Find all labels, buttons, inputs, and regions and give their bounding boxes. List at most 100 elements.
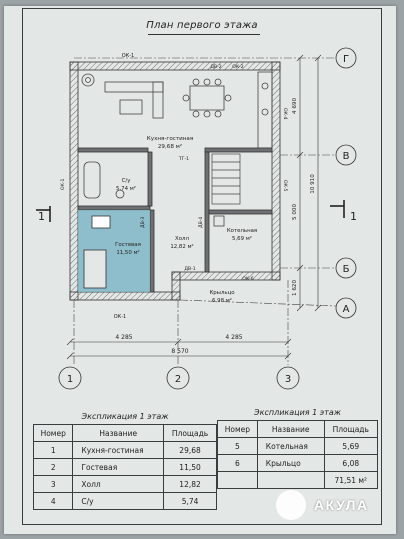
plan-title: План первого этажа (146, 20, 258, 31)
cell-area: 12,82 (163, 475, 217, 493)
sofa-icon (104, 81, 164, 119)
axis-lines (73, 57, 337, 365)
svg-text:Б: Б (343, 264, 350, 275)
watermark-text: АКУЛА (314, 497, 369, 513)
svg-text:А: А (343, 304, 350, 315)
shark-logo-icon (276, 490, 306, 520)
dining-table-icon (182, 78, 232, 118)
bed-icon (83, 215, 111, 289)
mark-ok1-top: ОК-1 (122, 53, 134, 59)
cell-area: 6,08 (323, 454, 379, 472)
cell-number: 6 (217, 454, 258, 472)
horizontal-dimension-lines (66, 338, 292, 360)
cell-number: 2 (32, 458, 74, 476)
mark-ok1-bottom: ОК-1 (114, 314, 126, 320)
cell-name: Котельная (256, 437, 325, 455)
dim-total-span: 8 570 (171, 348, 188, 355)
kitchen-name: Кухня-гостиная (147, 136, 193, 142)
table-row: 71,51 м² (217, 471, 379, 489)
table1-caption: Экспликация 1 этаж (81, 411, 169, 421)
table2-header-number: Номер (217, 420, 258, 438)
cell-name: Гостевая (72, 458, 165, 476)
cell-area: 29,68 (163, 441, 217, 459)
svg-text:1: 1 (67, 374, 73, 385)
cell-name: С/у (72, 492, 165, 510)
cell-name: Холл (72, 475, 165, 493)
mark-ok4: ОК-4 (282, 108, 288, 120)
section-mark-right (330, 200, 345, 218)
axis-bubble-3: 3 (276, 366, 300, 390)
svg-text:2: 2 (175, 374, 181, 385)
mark-ok2: ОК-2 (232, 64, 244, 70)
guest-area: 11,50 м² (116, 249, 139, 256)
guest-name: Гостевая (115, 242, 141, 248)
mark-dv4: ДВ-4 (198, 217, 204, 228)
svg-text:В: В (343, 151, 350, 162)
cell-area: 11,50 (163, 458, 217, 476)
cell-area: 5,74 (163, 492, 217, 510)
section-mark-left (36, 206, 51, 222)
mark-tg: ТГ-1 (178, 156, 189, 162)
title-underline (148, 34, 260, 35)
hall-name: Холл (175, 236, 189, 242)
bathtub-icon (83, 161, 125, 199)
table-row: 6 Крыльцо 6,08 (217, 454, 379, 472)
table1-header-number: Номер (32, 424, 74, 442)
dim-v1: 4 690 (292, 98, 298, 114)
bath-name: С/у (122, 178, 132, 184)
explication-table-1: Экспликация 1 этаж Номер Название Площад… (32, 408, 217, 510)
mark-dv2: ДВ-2 (210, 64, 221, 70)
table-row: 3 Холл 12,82 (32, 475, 217, 493)
cell-area: 5,69 (323, 437, 379, 455)
dim-left-span: 4 285 (115, 334, 132, 341)
table2-header-area: Площадь (323, 420, 379, 438)
cell-name (256, 471, 325, 489)
mark-ok1-left: ОК-1 (60, 178, 66, 190)
axis-bubble-b: Б (335, 257, 357, 279)
kitchen-counter-icon (257, 71, 273, 149)
cell-total-area: 71,51 м² (323, 471, 379, 489)
cell-number: 5 (217, 437, 258, 455)
boiler-icon (213, 215, 225, 227)
svg-text:3: 3 (285, 374, 291, 385)
cell-number: 1 (32, 441, 74, 459)
porch-name: Крыльцо (209, 290, 234, 296)
table-row: 1 Кухня-гостиная 29,68 (32, 441, 217, 459)
cell-name: Крыльцо (256, 454, 325, 472)
mark-dv3: ДВ-3 (140, 217, 146, 228)
dim-right-span: 4 285 (225, 334, 242, 341)
table-row: 5 Котельная 5,69 (217, 437, 379, 455)
svg-text:Г: Г (343, 54, 349, 65)
bath-area: 5,74 м² (116, 185, 136, 192)
axis-bubble-g: Г (335, 47, 357, 69)
mark-ok6: ОК-6 (242, 276, 254, 282)
cell-number (217, 471, 258, 489)
cell-name: Кухня-гостиная (72, 441, 165, 459)
dim-v-total: 10 910 (310, 174, 316, 194)
cell-number: 3 (32, 475, 74, 493)
section-label-left: 1 (38, 210, 45, 223)
hall-area: 12,82 м² (170, 243, 193, 250)
axis-bubble-a: А (335, 297, 357, 319)
axis-bubble-1: 1 (58, 366, 82, 390)
boiler-name: Котельная (227, 228, 257, 234)
dim-v3: 1 620 (292, 280, 298, 296)
table-row: 2 Гостевая 11,50 (32, 458, 217, 476)
table2-header-name: Название (256, 420, 325, 438)
explication-table-2: Экспликация 1 этаж Номер Название Площад… (217, 404, 379, 489)
plant-icon (81, 73, 95, 87)
table2-caption: Экспликация 1 этаж (254, 407, 341, 417)
drawing-frame (22, 8, 382, 525)
kitchen-area: 29,68 м² (158, 143, 182, 150)
porch-area: 6,98 м² (212, 297, 232, 304)
watermark: АКУЛА (272, 488, 396, 528)
mark-dv1: ДВ-1 (184, 266, 195, 272)
table1-header-area: Площадь (163, 424, 217, 442)
dim-v2: 5 000 (292, 204, 298, 220)
mark-ok5: ОК-5 (282, 180, 288, 192)
interior-walls (77, 147, 273, 293)
section-label-right: 1 (350, 210, 357, 223)
boiler-area: 5,69 м² (232, 235, 252, 242)
table-row: 4 С/у 5,74 (32, 492, 217, 510)
table1-header-name: Название (72, 424, 165, 442)
